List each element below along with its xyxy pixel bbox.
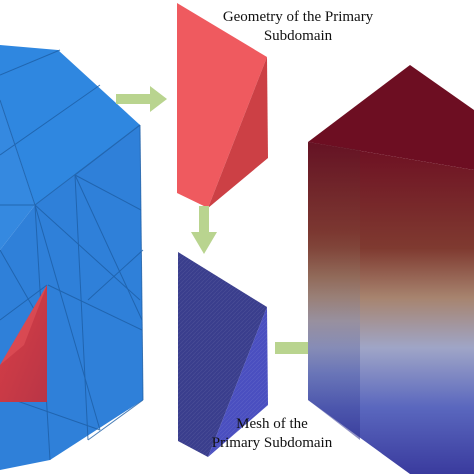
result-top-face	[308, 65, 474, 170]
caption-mesh-line2: Primary Subdomain	[211, 435, 333, 451]
domain-left-face	[0, 100, 35, 250]
geometry-face-front	[177, 3, 267, 208]
geometry-subdomain-prism	[177, 3, 268, 208]
primary-subdomain-highlight-shade	[0, 285, 47, 365]
geometry-face-side	[208, 57, 268, 208]
domain-top-face	[0, 45, 140, 205]
arrow-to-geometry	[116, 86, 167, 112]
mesh-subdomain-prism	[178, 252, 268, 457]
caption-geometry-line1: Geometry of the Primary	[222, 9, 374, 25]
caption-mesh-line1: Mesh of the	[236, 416, 308, 432]
arrow-to-mesh	[191, 206, 217, 254]
domain-mesh-lines	[0, 49, 144, 461]
result-left-edge-face	[308, 142, 360, 440]
result-cube	[308, 65, 474, 474]
caption-mesh: Mesh of the Primary Subdomain	[182, 415, 362, 453]
caption-geometry: Geometry of the Primary Subdomain	[208, 8, 388, 46]
full-domain-cube	[0, 45, 144, 470]
caption-geometry-line2: Subdomain	[263, 28, 333, 44]
